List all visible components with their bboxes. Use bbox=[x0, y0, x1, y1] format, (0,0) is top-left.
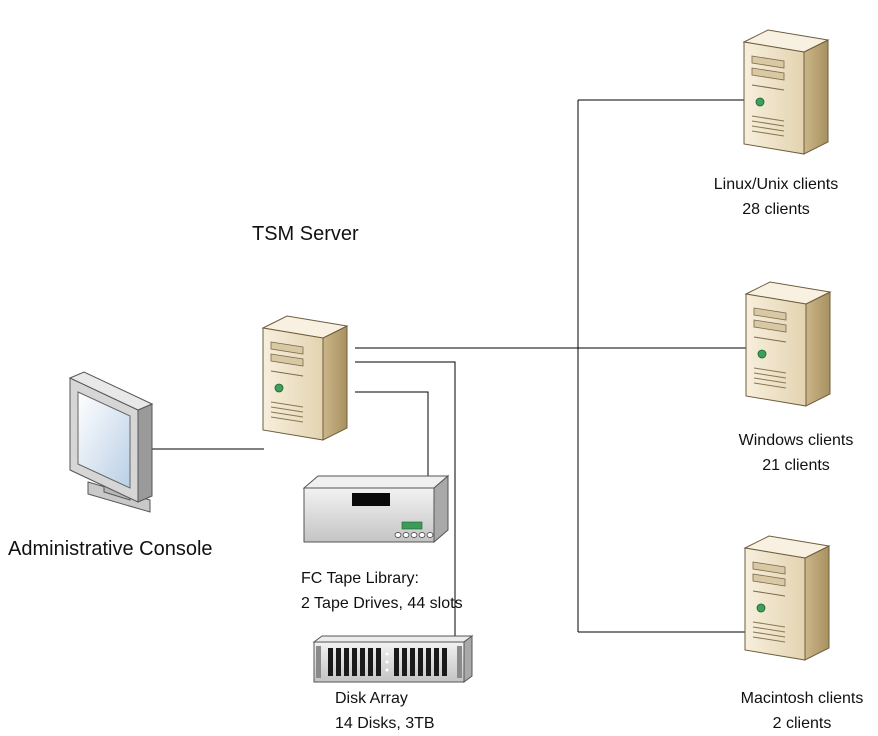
client-group-count: 2 clients bbox=[772, 715, 832, 732]
disk-array-label: Disk Array 14 Disks, 3TB bbox=[335, 686, 435, 736]
disk-array-icon bbox=[312, 635, 474, 683]
tsm-server-label: TSM Server bbox=[252, 223, 359, 245]
client-group-name: Windows clients bbox=[738, 432, 854, 449]
client-group-name: Linux/Unix clients bbox=[713, 176, 839, 193]
tsm-server-icon bbox=[262, 315, 348, 441]
tape-library-name: FC Tape Library: bbox=[301, 570, 419, 587]
disk-array-name: Disk Array bbox=[335, 690, 408, 707]
admin-console-label: Administrative Console bbox=[8, 538, 213, 560]
monitor-icon bbox=[68, 371, 154, 513]
client-group-name: Macintosh clients bbox=[740, 690, 864, 707]
tape-library-spec: 2 Tape Drives, 44 slots bbox=[301, 595, 463, 612]
disk-array-spec: 14 Disks, 3TB bbox=[335, 715, 435, 732]
connection-lines bbox=[150, 99, 757, 650]
tape-library-icon bbox=[302, 474, 450, 544]
windows-server-icon bbox=[745, 281, 831, 407]
tape-library-label: FC Tape Library: 2 Tape Drives, 44 slots bbox=[301, 566, 463, 616]
server-to-disk-line bbox=[355, 361, 456, 650]
macintosh-clients-label: Macintosh clients 2 clients bbox=[741, 686, 864, 736]
windows-clients-label: Windows clients 21 clients bbox=[739, 428, 854, 478]
server-to-tape-line bbox=[355, 391, 429, 481]
client-group-count: 28 clients bbox=[742, 201, 810, 218]
linux-server-icon bbox=[743, 29, 829, 155]
macintosh-server-icon bbox=[744, 535, 830, 661]
linux-clients-label: Linux/Unix clients 28 clients bbox=[714, 172, 839, 222]
client-group-count: 21 clients bbox=[762, 457, 830, 474]
